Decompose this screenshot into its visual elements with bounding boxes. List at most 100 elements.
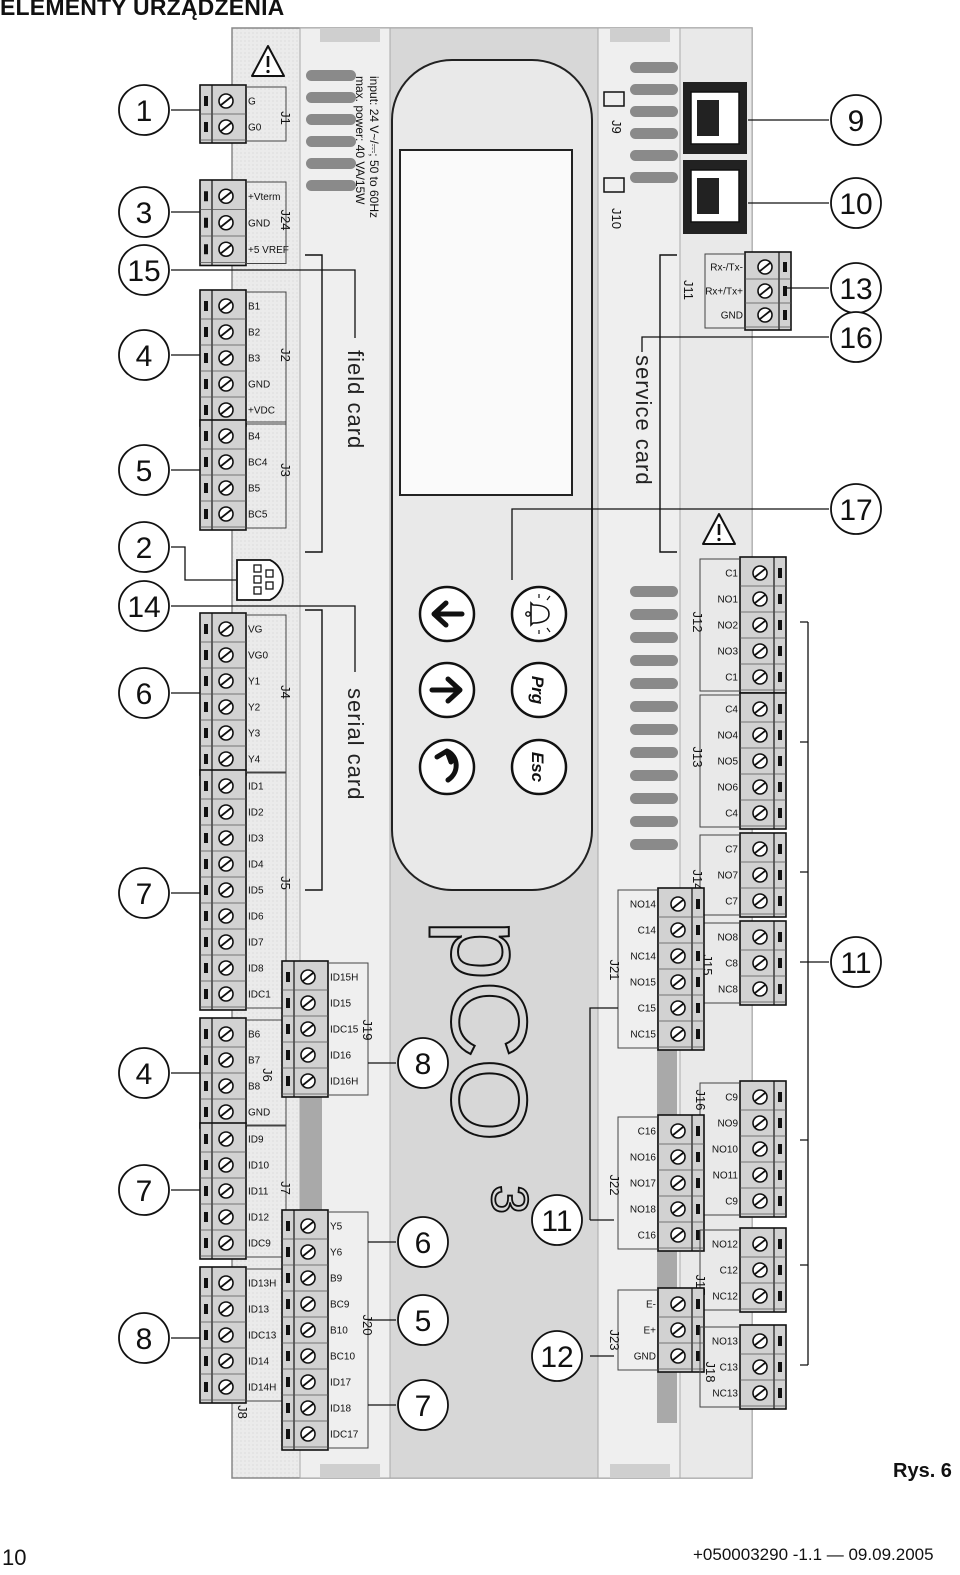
terminal-screw[interactable] bbox=[218, 960, 234, 976]
terminal-screw[interactable] bbox=[752, 1288, 768, 1304]
terminal-screw[interactable] bbox=[670, 1000, 686, 1016]
terminal-screw[interactable] bbox=[752, 867, 768, 883]
terminal-screw[interactable] bbox=[218, 119, 234, 135]
terminal-screw[interactable] bbox=[300, 1021, 316, 1037]
terminal-screw[interactable] bbox=[300, 1400, 316, 1416]
terminal-screw[interactable] bbox=[218, 1183, 234, 1199]
terminal-screw[interactable] bbox=[218, 647, 234, 663]
terminal-screw[interactable] bbox=[670, 1149, 686, 1165]
terminal-screw[interactable] bbox=[218, 1026, 234, 1042]
terminal-screw[interactable] bbox=[752, 955, 768, 971]
terminal-screw[interactable] bbox=[218, 804, 234, 820]
terminal-screw[interactable] bbox=[218, 986, 234, 1002]
terminal-screw[interactable] bbox=[218, 376, 234, 392]
terminal-screw[interactable] bbox=[752, 727, 768, 743]
terminal-screw[interactable] bbox=[218, 751, 234, 767]
terminal-screw[interactable] bbox=[752, 1089, 768, 1105]
terminal-screw[interactable] bbox=[300, 995, 316, 1011]
terminal-screw[interactable] bbox=[752, 617, 768, 633]
terminal-screw[interactable] bbox=[218, 480, 234, 496]
terminal-screw[interactable] bbox=[752, 1333, 768, 1349]
terminal-screw[interactable] bbox=[752, 1193, 768, 1209]
terminal-screw[interactable] bbox=[300, 1218, 316, 1234]
terminal-screw[interactable] bbox=[670, 1348, 686, 1364]
terminal-screw[interactable] bbox=[752, 701, 768, 717]
terminal-screw[interactable] bbox=[218, 454, 234, 470]
terminal-screw[interactable] bbox=[752, 805, 768, 821]
terminal-screw[interactable] bbox=[670, 1296, 686, 1312]
terminal-screw[interactable] bbox=[218, 699, 234, 715]
terminal-screw[interactable] bbox=[218, 1235, 234, 1251]
terminal-screw[interactable] bbox=[218, 1078, 234, 1094]
alarm-button[interactable] bbox=[510, 585, 568, 643]
terminal-screw[interactable] bbox=[752, 841, 768, 857]
terminal-screw[interactable] bbox=[300, 1426, 316, 1442]
terminal-screw[interactable] bbox=[757, 283, 773, 299]
terminal-screw[interactable] bbox=[752, 1359, 768, 1375]
terminal-screw[interactable] bbox=[752, 565, 768, 581]
terminal-screw[interactable] bbox=[752, 1141, 768, 1157]
terminal-screw[interactable] bbox=[218, 188, 234, 205]
terminal-screw[interactable] bbox=[752, 1115, 768, 1131]
terminal-screw[interactable] bbox=[752, 753, 768, 769]
terminal-screw[interactable] bbox=[757, 259, 773, 275]
terminal-screw[interactable] bbox=[670, 1201, 686, 1217]
right-arrow-button[interactable] bbox=[418, 661, 476, 719]
terminal-screw[interactable] bbox=[670, 896, 686, 912]
terminal-screw[interactable] bbox=[218, 1209, 234, 1225]
terminal-screw[interactable] bbox=[300, 1322, 316, 1338]
terminal-screw[interactable] bbox=[300, 1047, 316, 1063]
terminal-screw[interactable] bbox=[218, 908, 234, 924]
terminal-screw[interactable] bbox=[752, 669, 768, 685]
terminal-screw[interactable] bbox=[218, 830, 234, 846]
terminal-screw[interactable] bbox=[300, 969, 316, 985]
left-arrow-button[interactable] bbox=[418, 585, 476, 643]
terminal-screw[interactable] bbox=[218, 1157, 234, 1173]
terminal-screw[interactable] bbox=[218, 506, 234, 522]
terminal-screw[interactable] bbox=[300, 1348, 316, 1364]
prg-button[interactable]: Prg bbox=[510, 661, 568, 719]
terminal-screw[interactable] bbox=[752, 893, 768, 909]
terminal-screw[interactable] bbox=[670, 1175, 686, 1191]
terminal-screw[interactable] bbox=[218, 1131, 234, 1147]
terminal-screw[interactable] bbox=[670, 948, 686, 964]
terminal-screw[interactable] bbox=[300, 1296, 316, 1312]
enter-button[interactable] bbox=[418, 738, 476, 796]
terminal-screw[interactable] bbox=[218, 778, 234, 794]
terminal-screw[interactable] bbox=[300, 1073, 316, 1089]
terminal-screw[interactable] bbox=[670, 1026, 686, 1042]
terminal-screw[interactable] bbox=[752, 1385, 768, 1401]
terminal-screw[interactable] bbox=[218, 1104, 234, 1120]
terminal-screw[interactable] bbox=[218, 1052, 234, 1068]
terminal-screw[interactable] bbox=[218, 673, 234, 689]
terminal-screw[interactable] bbox=[218, 402, 234, 418]
terminal-screw[interactable] bbox=[300, 1270, 316, 1286]
terminal-screw[interactable] bbox=[218, 1379, 234, 1395]
terminal-screw[interactable] bbox=[218, 241, 234, 258]
terminal-screw[interactable] bbox=[218, 324, 234, 340]
terminal-screw[interactable] bbox=[218, 350, 234, 366]
terminal-screw[interactable] bbox=[218, 934, 234, 950]
terminal-screw[interactable] bbox=[218, 298, 234, 314]
terminal-screw[interactable] bbox=[218, 856, 234, 872]
terminal-screw[interactable] bbox=[218, 1327, 234, 1343]
terminal-screw[interactable] bbox=[218, 621, 234, 637]
